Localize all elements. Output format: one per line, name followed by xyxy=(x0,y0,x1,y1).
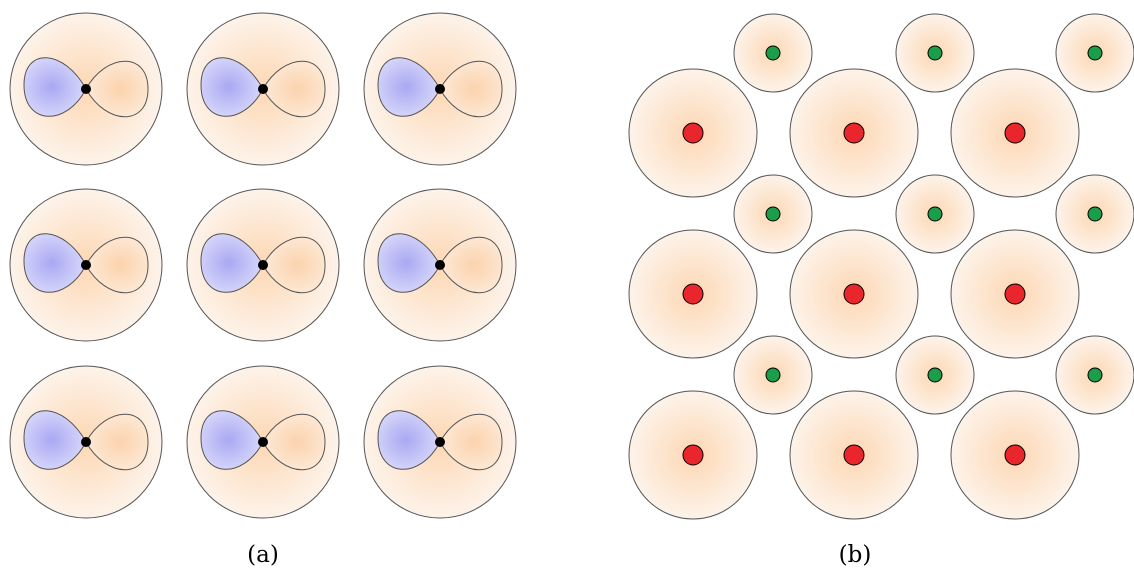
large-atom-nucleus xyxy=(682,444,704,466)
atom xyxy=(363,188,517,342)
large-atom-nucleus xyxy=(1004,122,1026,144)
large-atom xyxy=(789,390,919,520)
small-atom xyxy=(895,174,975,254)
small-atom-nucleus xyxy=(765,367,781,383)
small-atom xyxy=(895,335,975,415)
orbital-lobe-negative xyxy=(377,233,441,293)
small-atom-nucleus xyxy=(765,45,781,61)
small-atom xyxy=(733,174,813,254)
atom xyxy=(186,365,340,519)
large-atom-nucleus xyxy=(843,122,865,144)
orbital-lobe-negative xyxy=(200,57,264,117)
small-atom-nucleus xyxy=(1087,45,1103,61)
panel-b xyxy=(628,13,1134,520)
small-atom-nucleus xyxy=(1087,206,1103,222)
small-atom xyxy=(733,13,813,93)
atom xyxy=(9,188,163,342)
large-atom xyxy=(628,390,758,520)
small-atom xyxy=(1055,174,1134,254)
small-atom xyxy=(733,335,813,415)
large-atom xyxy=(789,68,919,198)
atom xyxy=(186,188,340,342)
nucleus xyxy=(81,260,91,270)
panel-a-label: (a) xyxy=(247,542,279,568)
orbital-lobe-positive xyxy=(85,236,149,294)
atom xyxy=(363,12,517,166)
orbital-lobe-negative xyxy=(23,57,87,117)
large-atom-nucleus xyxy=(1004,444,1026,466)
nucleus xyxy=(81,84,91,94)
nucleus xyxy=(258,260,268,270)
orbital-lobe-positive xyxy=(439,60,503,118)
nucleus xyxy=(258,84,268,94)
orbital-lobe-positive xyxy=(262,236,326,294)
small-atom-nucleus xyxy=(765,206,781,222)
panel-b-label: (b) xyxy=(838,542,872,568)
small-atom xyxy=(895,13,975,93)
large-atom-nucleus xyxy=(843,444,865,466)
orbital-lobe-negative xyxy=(200,233,264,293)
nucleus xyxy=(258,437,268,447)
orbital-lobe-positive xyxy=(85,60,149,118)
small-atom-nucleus xyxy=(927,45,943,61)
small-atom-nucleus xyxy=(1087,367,1103,383)
atom xyxy=(9,12,163,166)
panel-a xyxy=(9,12,517,519)
orbital-lobe-negative xyxy=(377,57,441,117)
orbital-lobe-positive xyxy=(439,413,503,471)
orbital-lobe-negative xyxy=(23,233,87,293)
atom xyxy=(9,365,163,519)
orbital-lobe-negative xyxy=(23,410,87,470)
orbital-lobe-positive xyxy=(439,236,503,294)
orbital-lobe-negative xyxy=(377,410,441,470)
small-atom xyxy=(1055,335,1134,415)
atom xyxy=(363,365,517,519)
large-atom xyxy=(789,229,919,359)
large-atom xyxy=(950,390,1080,520)
small-atom-nucleus xyxy=(927,206,943,222)
orbital-lobe-negative xyxy=(200,410,264,470)
large-atom-nucleus xyxy=(1004,283,1026,305)
nucleus xyxy=(81,437,91,447)
large-atom xyxy=(950,68,1080,198)
nucleus xyxy=(435,260,445,270)
orbital-lobe-positive xyxy=(262,60,326,118)
small-atom xyxy=(1055,13,1134,93)
orbital-lobe-positive xyxy=(262,413,326,471)
nucleus xyxy=(435,437,445,447)
large-atom xyxy=(950,229,1080,359)
large-atom-nucleus xyxy=(682,122,704,144)
small-atom-nucleus xyxy=(927,367,943,383)
nucleus xyxy=(435,84,445,94)
atom xyxy=(186,12,340,166)
large-atom xyxy=(628,229,758,359)
large-atom xyxy=(628,68,758,198)
large-atom-nucleus xyxy=(843,283,865,305)
orbital-lobe-positive xyxy=(85,413,149,471)
large-atom-nucleus xyxy=(682,283,704,305)
